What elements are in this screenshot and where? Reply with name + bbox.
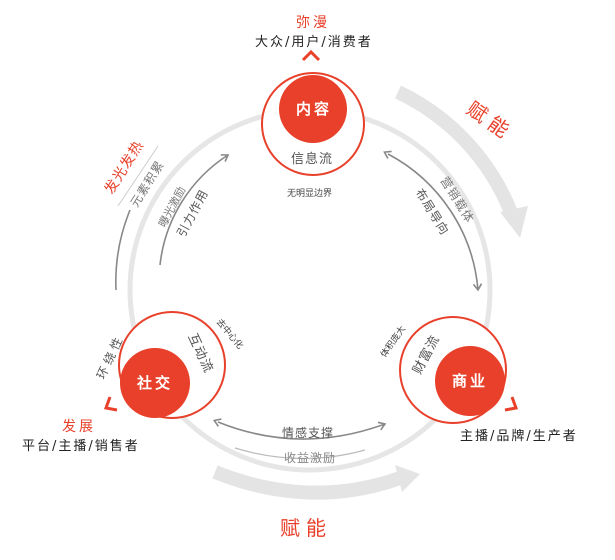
node-commerce: 商业 财富流 bbox=[399, 316, 507, 424]
left-arrow bbox=[159, 154, 230, 266]
empower-label-bottom: 赋能 bbox=[280, 516, 332, 540]
node-content: 内容 信息流 bbox=[261, 72, 365, 176]
node-content-flow: 信息流 bbox=[291, 151, 333, 167]
social-audience: 平台/主播/销售者 bbox=[22, 438, 140, 454]
left-tag-underline bbox=[117, 145, 159, 207]
left-outer-line bbox=[115, 209, 131, 291]
bottom-arrow bbox=[212, 418, 387, 440]
social-tag: 发展 bbox=[62, 419, 96, 435]
node-commerce-label: 商业 bbox=[452, 372, 488, 390]
caret-right-icon bbox=[504, 396, 519, 412]
empower-arrow-bottom bbox=[212, 465, 420, 500]
content-note: 无明显边界 bbox=[287, 188, 332, 199]
node-content-label: 内容 bbox=[296, 100, 332, 118]
node-social-label: 社交 bbox=[136, 374, 173, 392]
empower-arrow-top bbox=[394, 85, 528, 238]
caret-left-icon bbox=[103, 396, 118, 412]
commerce-audience: 主播/品牌/生产者 bbox=[460, 428, 578, 444]
bottom-lower-line bbox=[234, 447, 366, 460]
content-tag: 弥漫 bbox=[296, 14, 330, 31]
bottom-lower-label: 收益激励 bbox=[284, 451, 336, 465]
right-arrow bbox=[383, 150, 483, 292]
caret-up-icon bbox=[301, 49, 321, 62]
node-social: 社交 互动流 bbox=[118, 311, 226, 419]
content-audience: 大众/用户/消费者 bbox=[255, 34, 373, 50]
bottom-upper-label: 情感支撑 bbox=[282, 425, 334, 440]
